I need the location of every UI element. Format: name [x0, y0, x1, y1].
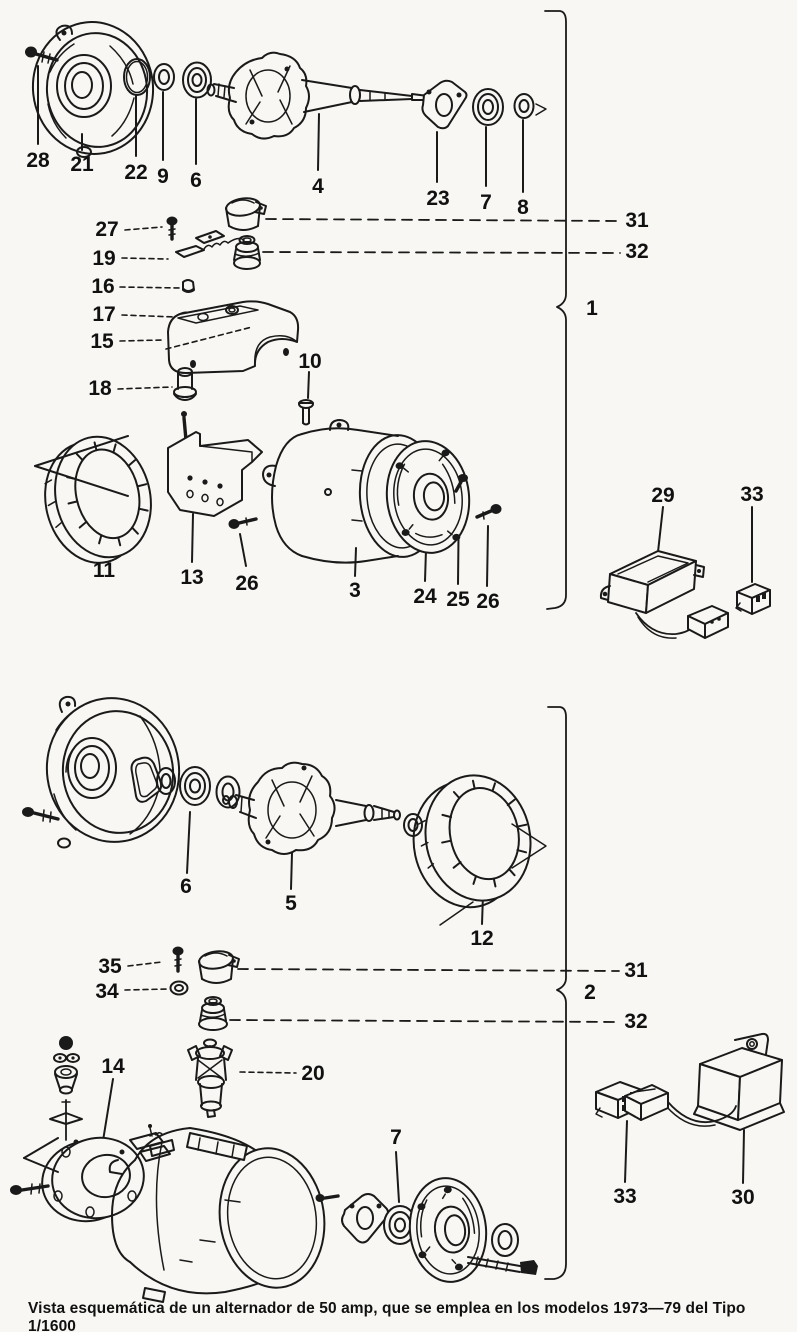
gasket-b	[130, 756, 163, 803]
spacer-ring-b	[491, 1223, 519, 1257]
callout-14: 14	[101, 1055, 125, 1078]
callout-13: 13	[180, 566, 203, 589]
callout-15: 15	[90, 330, 114, 353]
ball-bearing-6	[182, 61, 212, 99]
screw-27	[166, 216, 178, 241]
callout-31b: 31	[624, 959, 648, 982]
brush-cover-cap-31	[225, 197, 267, 231]
spacer-b	[156, 767, 176, 795]
callout-17: 17	[92, 303, 115, 326]
screw-35	[172, 946, 184, 973]
callout-16: 16	[91, 275, 114, 298]
terminal-cap-32	[233, 235, 261, 270]
callout-32b: 32	[624, 1010, 647, 1033]
direction-arrow-left-2	[23, 1137, 59, 1173]
callout-7: 7	[480, 191, 492, 214]
leader-lines-assembly-2	[101, 811, 745, 1203]
callout-31: 31	[625, 209, 649, 232]
screw-b-far-left	[10, 1183, 50, 1195]
spacer-washer-8	[513, 93, 547, 119]
callout-24: 24	[413, 585, 437, 608]
housing-b	[108, 1127, 326, 1303]
callout-27: 27	[95, 218, 118, 241]
callout-12: 12	[470, 927, 493, 950]
callout-6: 6	[190, 169, 202, 192]
callout-29: 29	[651, 484, 674, 507]
callout-5: 5	[285, 892, 297, 915]
mounting-bracket-13	[167, 411, 263, 517]
screw-b-left	[22, 807, 60, 823]
callout-23: 23	[426, 187, 449, 210]
screw-26b	[475, 504, 502, 520]
rotor-shaft-4	[206, 51, 433, 140]
insulator-stack-parts	[49, 1036, 83, 1141]
callout-28: 28	[26, 149, 50, 172]
callout-26b: 26	[476, 590, 499, 613]
callout-25: 25	[446, 588, 470, 611]
callout-21: 21	[70, 153, 94, 176]
assembly-2-exploded-view	[10, 695, 785, 1303]
assembly-1-exploded-view	[25, 10, 771, 639]
callout-32: 32	[625, 240, 648, 263]
brush-holder-20	[187, 1038, 233, 1118]
screw-b-small	[315, 1194, 340, 1202]
bearing-retainer-plate-23	[421, 79, 468, 130]
end-plate-24	[385, 440, 471, 554]
group-bracket-2	[544, 706, 567, 1280]
screw-25	[454, 474, 468, 493]
callout-26a: 26	[235, 572, 258, 595]
rear-end-shield-b	[45, 695, 181, 849]
callout-3: 3	[349, 579, 361, 602]
callout-22: 22	[124, 161, 147, 184]
callout-33a: 33	[740, 483, 763, 506]
voltage-regulator-29	[599, 550, 729, 639]
callout-9: 9	[157, 165, 169, 188]
brush-cover-cap-31b	[198, 950, 240, 984]
callout-labels-assembly-2: 6 5 12 35 34 31 32 2 14 20 7 33 30	[95, 875, 754, 1209]
callout-labels-assembly-1: 28 21 22 9 6 4 23 7 8 31 32 1 27 19 16 1…	[26, 149, 763, 613]
group-bracket-1	[544, 10, 567, 610]
callout-18: 18	[88, 377, 112, 400]
callout-19: 19	[92, 247, 115, 270]
spacer-ring-9	[153, 63, 175, 91]
rivet-screw-10	[298, 399, 314, 426]
brush-holder-bracket-15	[165, 300, 300, 374]
washer-34	[169, 980, 189, 996]
screw-26a	[228, 517, 258, 529]
end-plate-b	[408, 1177, 488, 1283]
ball-bearing-6b	[179, 766, 211, 806]
callout-6b: 6	[180, 875, 192, 898]
callout-8: 8	[517, 196, 529, 219]
rear-end-shield-21	[31, 21, 155, 158]
figure-caption: Vista esquemática de un alternador de 50…	[28, 1300, 746, 1332]
direction-arrow-left-1	[34, 435, 129, 497]
retainer-plate-b	[341, 1193, 389, 1244]
bracket-label-2: 2	[584, 981, 596, 1004]
callout-4: 4	[312, 175, 324, 198]
through-bolt-b	[467, 1256, 538, 1275]
insulator-bushing-18	[173, 367, 197, 401]
bracket-label-1: 1	[586, 297, 598, 320]
terminal-cap-32b	[198, 996, 228, 1031]
o-ring-22	[123, 58, 151, 96]
connector-plug-33a	[735, 583, 771, 615]
diode-plate-14	[41, 1124, 171, 1223]
ball-bearing-7	[472, 88, 504, 126]
callout-20: 20	[301, 1062, 324, 1085]
callout-33b: 33	[613, 1185, 636, 1208]
callout-11: 11	[93, 559, 116, 582]
stator-11	[44, 435, 152, 564]
callout-7b: 7	[390, 1126, 402, 1149]
voltage-regulator-30	[624, 1032, 785, 1131]
stator-12	[412, 774, 547, 926]
callout-10: 10	[298, 350, 321, 373]
brush-with-lead-19	[175, 230, 245, 258]
leader-lines-assembly-1	[37, 65, 753, 587]
callout-34: 34	[95, 980, 119, 1003]
callout-35: 35	[98, 955, 122, 978]
rotor-5	[222, 761, 401, 855]
nut-16	[182, 279, 195, 293]
callout-30: 30	[731, 1186, 754, 1209]
